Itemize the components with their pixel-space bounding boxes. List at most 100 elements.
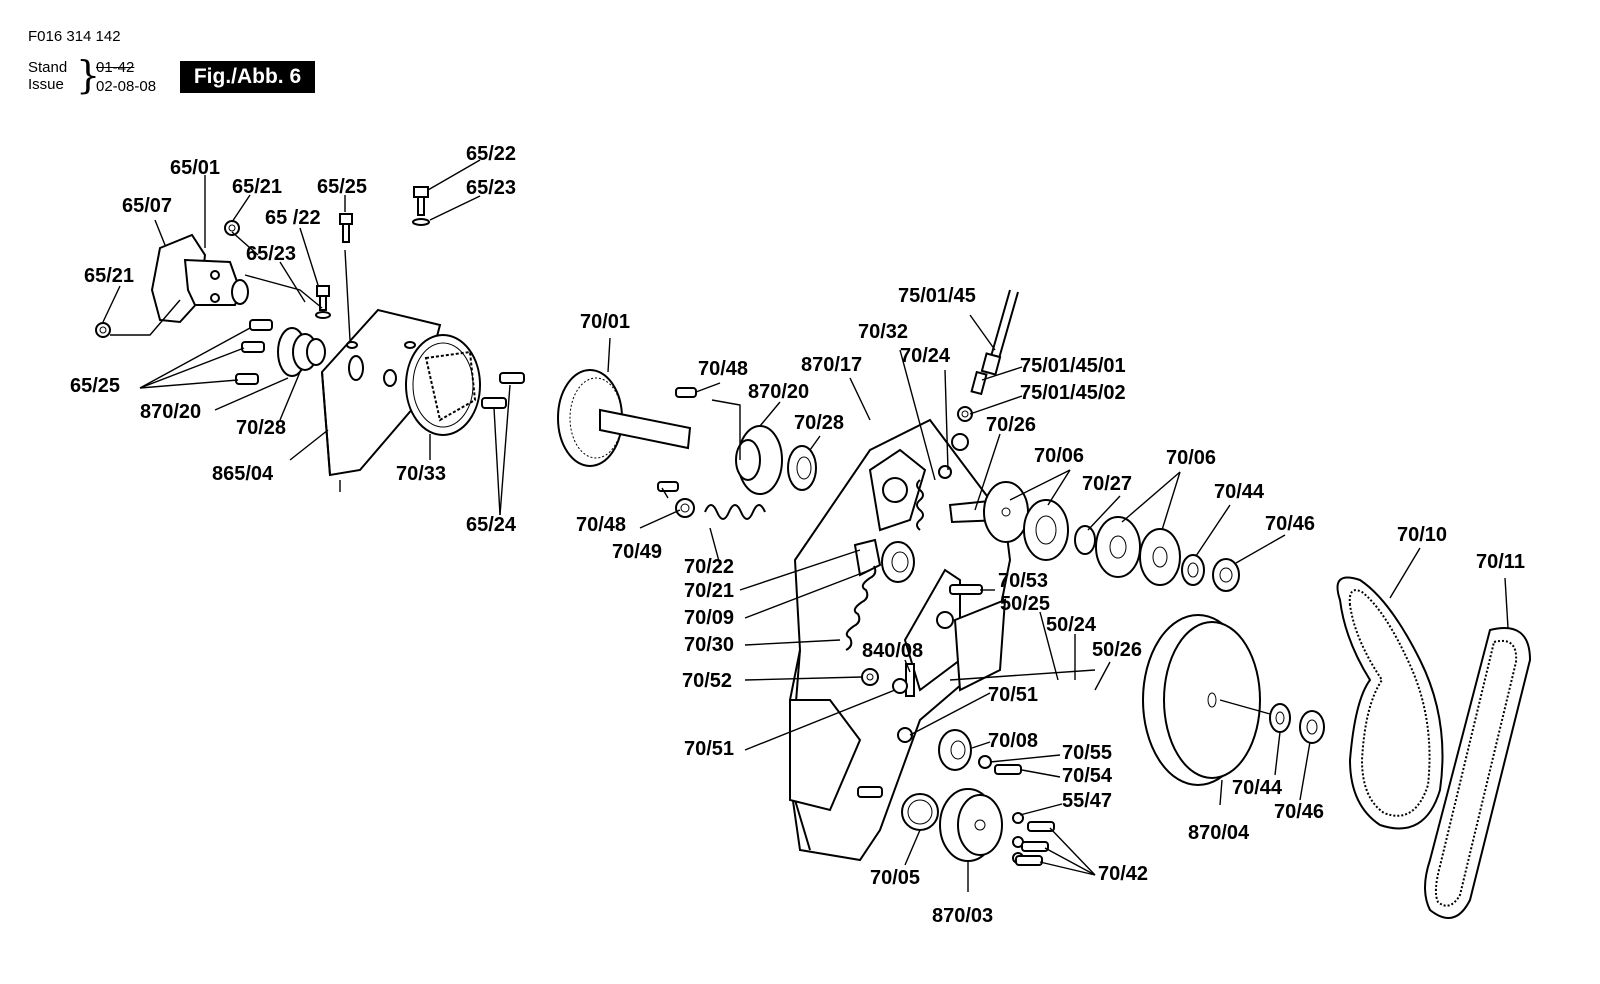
callout-70-21: 70/21 [684, 580, 734, 602]
bearing-70-28-center [787, 445, 817, 491]
disc-70-06-third [1139, 528, 1181, 586]
washer-70-44-upper [1181, 554, 1205, 586]
callout-70-51-right: 70/51 [988, 684, 1038, 706]
document-code: F016 314 142 [28, 28, 121, 45]
callout-70-46-upper: 70/46 [1265, 513, 1315, 535]
callout-70-53: 70/53 [998, 570, 1048, 592]
callout-70-10: 70/10 [1397, 524, 1447, 546]
callout-70-01: 70/01 [580, 311, 630, 333]
callout-70-44-upper: 70/44 [1214, 481, 1265, 503]
callout-70-06-first: 70/06 [1034, 445, 1084, 467]
callout-870-04: 870/04 [1188, 822, 1250, 844]
callout-labels: 65/01 65/07 65/21 65/25 65 /22 65/22 65/… [70, 143, 1525, 927]
callout-65-21-left: 65/21 [84, 265, 134, 287]
bolt-65-22-middle [315, 285, 331, 319]
drive-shaft-70-01 [557, 369, 692, 467]
callout-870-20-center: 870/20 [748, 381, 809, 403]
screw-70-54 [978, 755, 1022, 775]
nut-65-21-top [224, 220, 240, 236]
callout-65-21-top: 65/21 [232, 176, 282, 198]
bolt-65-25-top [339, 213, 353, 243]
callout-70-30: 70/30 [684, 634, 734, 656]
screw-70-48-lower [657, 481, 679, 492]
screw-70-55 [857, 786, 883, 798]
callout-65-23-left: 65/23 [246, 243, 296, 265]
callout-55-47: 55/47 [1062, 790, 1112, 812]
callout-70-49: 70/49 [612, 541, 662, 563]
callout-70-09: 70/09 [684, 607, 734, 629]
washer-70-51 [892, 678, 913, 743]
callout-870-17: 870/17 [801, 354, 862, 376]
gearbox-65-01 [150, 233, 249, 324]
callout-75-01-45: 75/01/45 [898, 285, 976, 307]
spring-70-22 [704, 504, 766, 520]
screws-65-24 [481, 372, 525, 409]
callout-70-48-upper: 70/48 [698, 358, 748, 380]
callout-65-25-left: 65/25 [70, 375, 120, 397]
callout-70-32: 70/32 [858, 321, 908, 343]
callout-70-42: 70/42 [1098, 863, 1148, 885]
disc-70-06-first [1023, 499, 1069, 561]
callout-70-55: 70/55 [1062, 742, 1112, 764]
callout-70-08: 70/08 [988, 730, 1038, 752]
screws-65-25-group [235, 319, 273, 385]
nut-70-46-lower [1299, 710, 1325, 744]
gear-housing-870-17 [788, 418, 1012, 862]
belt-pulley-70-33 [405, 334, 481, 436]
bolt-840-08 [905, 663, 915, 697]
nut-70-49 [675, 498, 695, 518]
callout-870-20-left: 870/20 [140, 401, 201, 423]
screw-70-48-upper [675, 387, 697, 398]
washer-70-44-lower [1269, 703, 1291, 733]
callout-65-25-top: 65/25 [317, 176, 367, 198]
brace-symbol: } [76, 53, 101, 97]
callout-70-52: 70/52 [682, 670, 732, 692]
callout-70-26: 70/26 [986, 414, 1036, 436]
callout-65-22-right: 65/22 [466, 143, 516, 165]
callout-65-22-middle: 65 /22 [265, 207, 321, 229]
pulley-870-03 [939, 788, 1003, 862]
callout-70-06-second: 70/06 [1166, 447, 1216, 469]
callout-70-11: 70/11 [1476, 551, 1525, 573]
idler-70-21 [881, 541, 915, 583]
leader-lines [102, 159, 1509, 892]
callout-50-26: 50/26 [1092, 639, 1142, 661]
drive-belt-70-11 [1424, 627, 1532, 919]
callout-70-54: 70/54 [1062, 765, 1113, 787]
callout-75-01-45-02: 75/01/45/02 [1020, 382, 1126, 404]
callout-70-28-left: 70/28 [236, 417, 286, 439]
issue-label: Issue [28, 76, 64, 93]
screws-70-42 [1012, 812, 1055, 866]
callout-70-28-center: 70/28 [794, 412, 844, 434]
flange-870-20-center [735, 425, 783, 495]
disc-70-06-second [1095, 516, 1141, 578]
spacer-70-05 [901, 793, 939, 831]
nut-70-46-upper [1212, 558, 1240, 592]
bolt-65-22-top-right [412, 186, 430, 226]
callout-870-03: 870/03 [932, 905, 993, 927]
cover-50-25 [953, 598, 1007, 692]
callout-70-44-lower: 70/44 [1232, 777, 1283, 799]
callout-70-48-lower: 70/48 [576, 514, 626, 536]
callout-65-01: 65/01 [170, 157, 220, 179]
callout-70-27: 70/27 [1082, 473, 1132, 495]
roller-70-08 [938, 729, 972, 771]
callout-65-24: 65/24 [466, 514, 517, 536]
spring-70-30 [845, 565, 877, 651]
drive-belt-70-10 [1336, 576, 1444, 830]
large-pulley-870-04 [1142, 614, 1261, 786]
nut-75-01-45-02 [957, 406, 973, 422]
tension-arm-70-53 [903, 568, 983, 692]
callout-70-22: 70/22 [684, 556, 734, 578]
callout-70-46-lower: 70/46 [1274, 801, 1324, 823]
callout-75-01-45-01: 75/01/45/01 [1020, 355, 1126, 377]
stand-label: Stand [28, 59, 68, 76]
callout-50-24: 50/24 [1046, 614, 1097, 636]
issue-date: 02-08-08 [96, 78, 157, 95]
callout-70-24: 70/24 [900, 345, 951, 367]
bushing-70-27 [1074, 525, 1096, 555]
figure-label: Fig./Abb. 6 [180, 61, 315, 93]
callout-70-51-left: 70/51 [684, 738, 734, 760]
nut-70-52 [861, 668, 879, 686]
